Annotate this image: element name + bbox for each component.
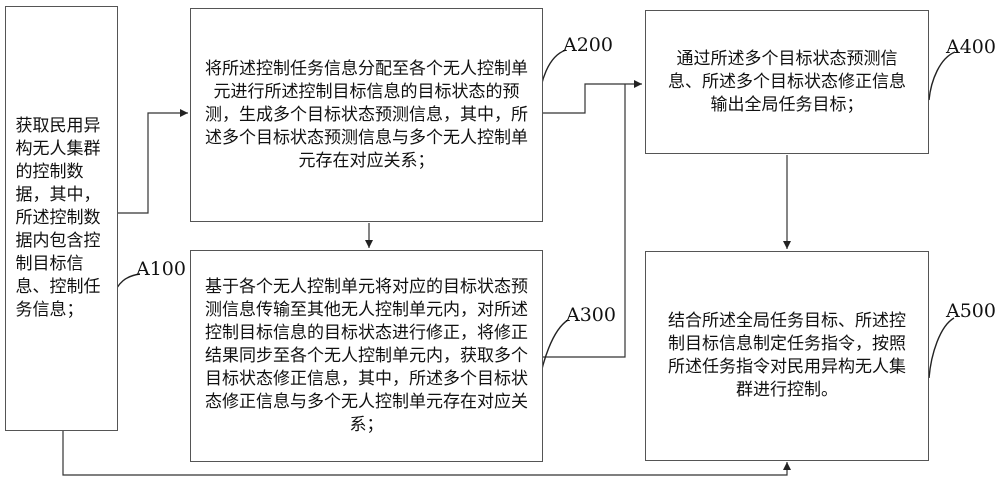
step-a500-text: 结合所述全局任务目标、所述控制目标信息制定任务指令，按照所述任务指令对民用异构无…: [668, 311, 906, 400]
leader-a200: [538, 49, 567, 104]
arrow-a100-to-a200: [118, 109, 188, 214]
leader-a400: [928, 51, 956, 101]
label-a300: A300: [566, 304, 616, 326]
arrow-a200-to-a400: [543, 80, 642, 114]
leader-a500: [928, 317, 955, 379]
leader-a300: [538, 319, 569, 385]
arrow-a300-to-a400: [543, 84, 626, 358]
step-a300-box: 基于各个无人控制单元将对应的目标状态预测信息传输至其他无人控制单元内，对所述控制…: [190, 250, 543, 462]
step-a100-text: 获取民用异构无人集群的控制数据，其中，所述控制数据内包含控制目标信息、控制任务信…: [15, 116, 101, 320]
step-a300-text: 基于各个无人控制单元将对应的目标状态预测信息传输至其他无人控制单元内，对所述控制…: [205, 276, 528, 435]
step-a500-box: 结合所述全局任务目标、所述控制目标信息制定任务指令，按照所述任务指令对民用异构无…: [645, 251, 929, 461]
label-a100: A100: [136, 258, 186, 280]
step-a400-text: 通过所述多个目标状态预测信息、所述多个目标状态修正信息输出全局任务目标；: [668, 48, 906, 115]
step-a400-box: 通过所述多个目标状态预测信息、所述多个目标状态修正信息输出全局任务目标；: [645, 10, 929, 154]
step-a100-box: 获取民用异构无人集群的控制数据，其中，所述控制数据内包含控制目标信息、控制任务信…: [5, 6, 118, 431]
step-a200-box: 将所述控制任务信息分配至各个无人控制单元进行所述控制目标信息的目标状态的预测，生…: [190, 8, 543, 222]
arrow-a100-to-a500: [62, 431, 791, 476]
label-a500: A500: [946, 300, 996, 322]
label-a400: A400: [946, 36, 996, 58]
label-a200: A200: [563, 34, 613, 56]
step-a200-text: 将所述控制任务信息分配至各个无人控制单元进行所述控制目标信息的目标状态的预测，生…: [205, 58, 528, 171]
